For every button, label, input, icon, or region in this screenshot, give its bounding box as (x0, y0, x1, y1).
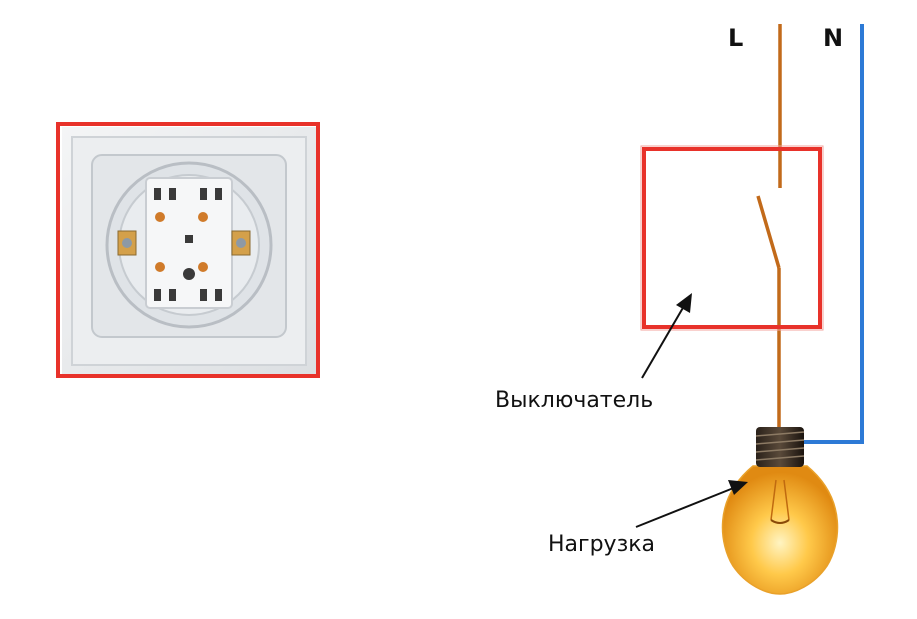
line-label: L (728, 24, 744, 52)
switch-callout-arrow (641, 293, 692, 379)
switch-label: Выключатель (495, 388, 654, 413)
photo-highlight-frame (56, 122, 320, 378)
load-label: Нагрузка (548, 532, 656, 557)
load-callout-arrow (635, 480, 748, 528)
light-switch-mechanism-photo (56, 122, 320, 378)
switch-symbol (756, 195, 781, 269)
light-bulb-icon (721, 427, 839, 595)
switch-frame (642, 147, 822, 329)
line-wire (777, 24, 782, 430)
neutral-wire (782, 24, 864, 444)
neutral-label: N (823, 24, 844, 52)
switch-frame-shadow (640, 145, 824, 331)
